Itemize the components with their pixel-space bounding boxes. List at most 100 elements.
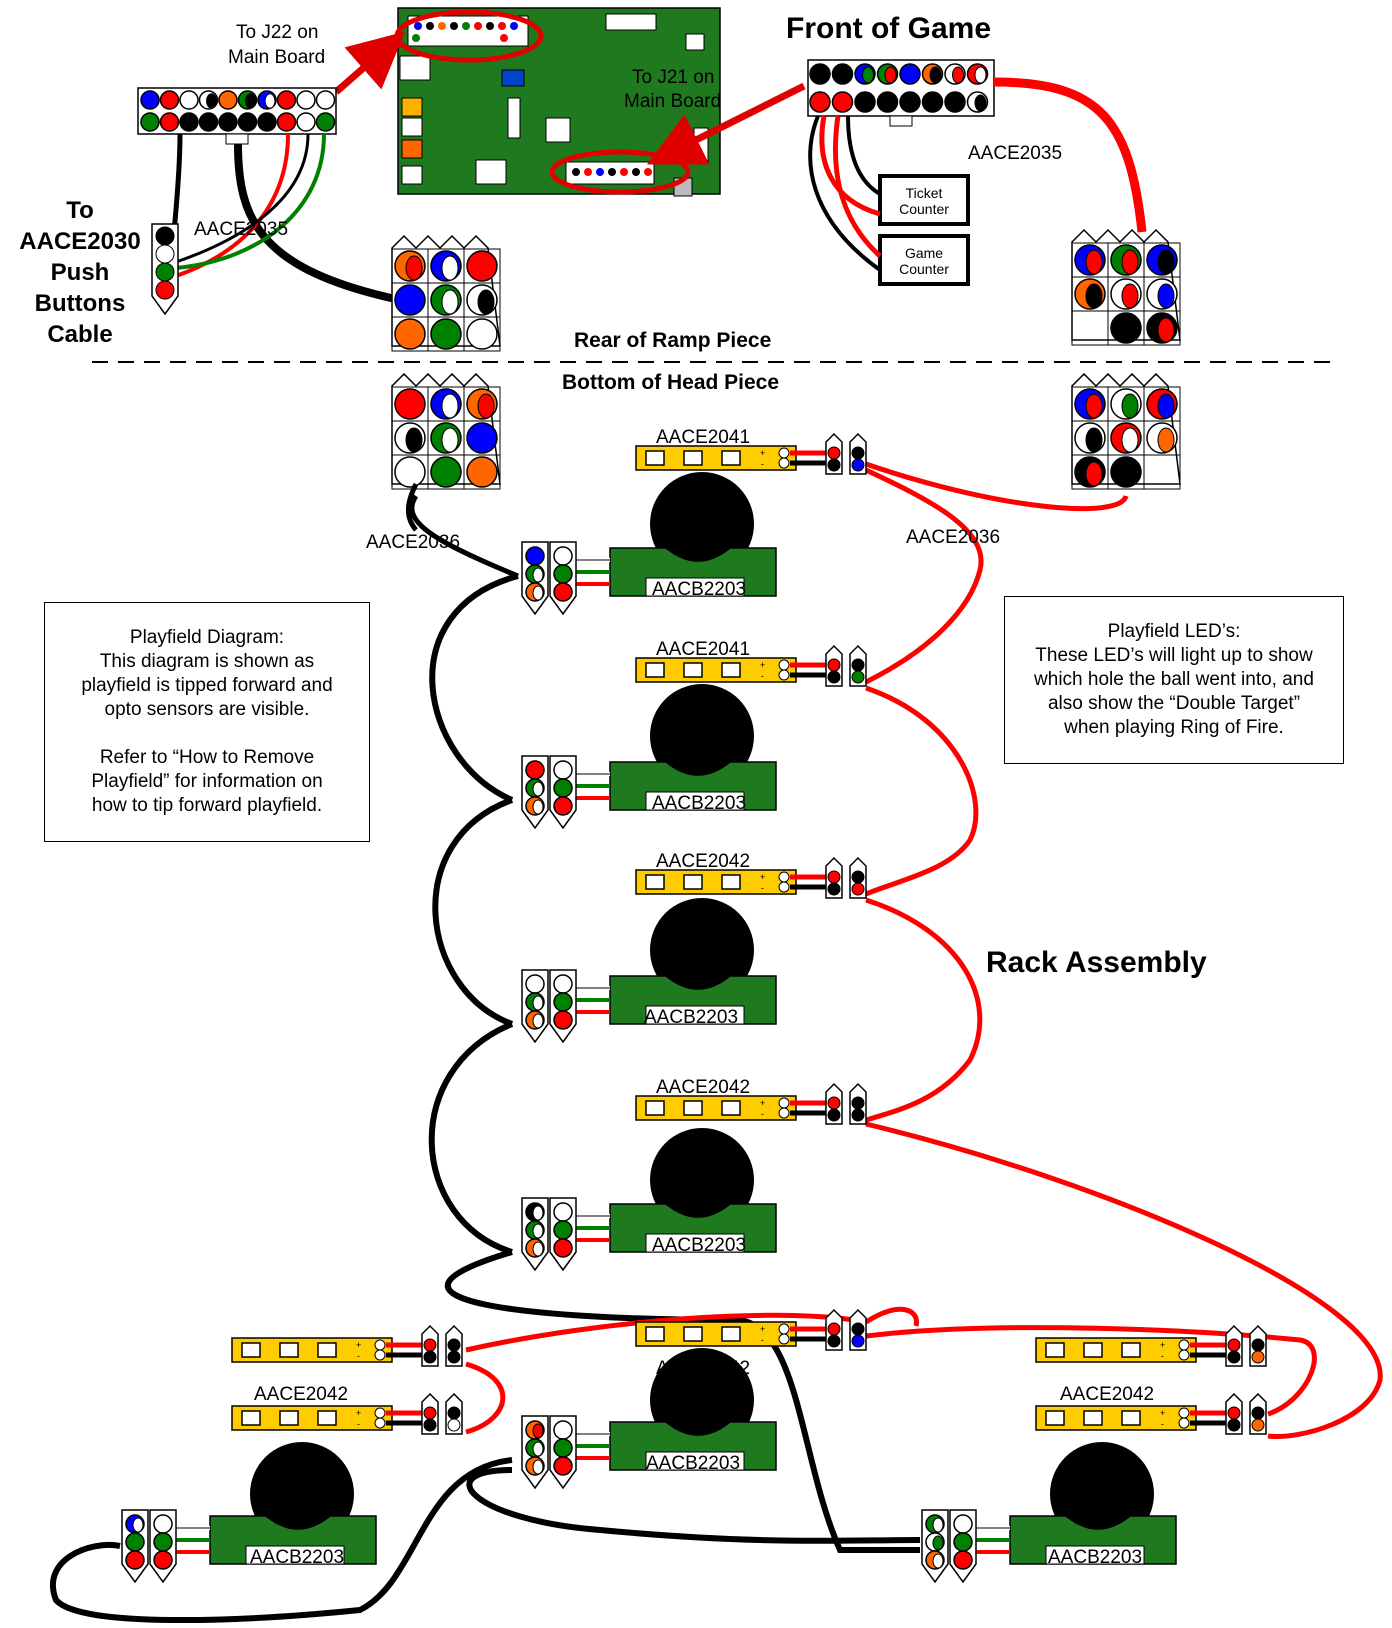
connector-pin-stripe: [1157, 249, 1175, 275]
connector-pin: [140, 112, 160, 132]
connector-pin: [553, 1220, 573, 1240]
wire: [406, 482, 419, 532]
pin: [1251, 1338, 1265, 1352]
pin: [1227, 1406, 1241, 1420]
pin: [827, 1334, 841, 1348]
connector-pin: [553, 760, 573, 780]
connector-pin: [125, 1550, 145, 1570]
strip-terminal: [374, 1417, 386, 1429]
connector-pin-stripe: [441, 427, 459, 453]
plus-sign: +: [356, 1408, 361, 1418]
j22-arrow: [333, 31, 406, 95]
strip-terminal: [1178, 1407, 1190, 1419]
led-pad: [721, 450, 741, 466]
connector-pin-stripe: [441, 289, 459, 315]
connector-pin-stripe: [532, 1241, 544, 1257]
connector-pin-stripe: [1085, 427, 1103, 453]
board-label: AACB2203: [652, 1235, 746, 1256]
sensor-assembly: [921, 1442, 1177, 1584]
plus-sign: +: [760, 448, 765, 458]
connector-pin-stripe: [245, 93, 256, 109]
connector-pin: [296, 90, 316, 110]
connector-pin: [276, 90, 297, 110]
pin: [1227, 1338, 1241, 1352]
connector-pin: [179, 112, 199, 132]
connector-pin-stripe: [1121, 249, 1139, 275]
connector-pin-stripe: [532, 585, 544, 601]
pin: [851, 1322, 865, 1336]
connector-pin-stripe: [1121, 393, 1139, 419]
minus-sign: -: [761, 459, 764, 469]
pin: [851, 870, 865, 884]
strip-terminal: [778, 669, 790, 681]
led-pad: [721, 1326, 741, 1342]
aace2036-right-label: AACE2036: [906, 527, 1000, 548]
connector-pin: [553, 1438, 573, 1458]
led-pad: [645, 1100, 665, 1116]
ticket-counter: [878, 174, 970, 226]
led-pad: [683, 1100, 703, 1116]
strip-label: AACE2042: [1060, 1384, 1154, 1405]
connector-pin-stripe: [532, 1223, 544, 1239]
strip-terminal: [374, 1407, 386, 1419]
strip-terminal: [1178, 1349, 1190, 1361]
led-pad: [721, 1100, 741, 1116]
connector-pin-stripe: [405, 427, 423, 453]
plus-sign: +: [760, 872, 765, 882]
connector-pin-stripe: [532, 1459, 544, 1475]
strip-terminal: [778, 1097, 790, 1109]
minus-sign: -: [761, 671, 764, 681]
connector-pin: [218, 90, 238, 110]
led-pad: [645, 874, 665, 890]
connector-pin: [466, 422, 498, 454]
plus-sign: +: [760, 1324, 765, 1334]
led-pad: [279, 1410, 299, 1426]
ticket-counter-line1: Ticket: [906, 185, 943, 201]
led-pad: [683, 874, 703, 890]
to-j21-label-line2: Main Board: [624, 91, 721, 112]
playfield-leds-note: Playfield LED’s: These LED’s will light …: [1004, 596, 1344, 764]
left-connector-pins: [140, 90, 336, 132]
connector-pin-stripe: [441, 255, 459, 281]
strip-terminal: [778, 881, 790, 893]
to-aace2030-line3: Push: [51, 259, 110, 286]
connector-pin-stripe: [1157, 317, 1175, 343]
ticket-counter-line2: Counter: [899, 201, 949, 217]
connector-pin: [1110, 312, 1142, 344]
connector-pin: [553, 1238, 573, 1258]
minus-sign: -: [761, 883, 764, 893]
connector-pin-stripe: [1157, 283, 1175, 309]
connector-pin-stripe: [532, 1441, 544, 1457]
connector-pin: [553, 1420, 573, 1440]
board-label: AACB2203: [1048, 1547, 1142, 1568]
connector-pin: [125, 1532, 145, 1552]
connector-cell: [1143, 454, 1181, 490]
led-pad: [241, 1410, 261, 1426]
pin: [1251, 1418, 1265, 1432]
pin: [423, 1418, 437, 1432]
connector-pin: [953, 1550, 973, 1570]
pin: [851, 458, 865, 472]
connector-pin: [394, 284, 426, 316]
connector-pin-stripe: [532, 1423, 544, 1439]
led-pad: [683, 1326, 703, 1342]
led-strip: +-: [1035, 1324, 1267, 1367]
board-label-box: [645, 1451, 745, 1471]
to-aace2030-line2: AACE2030: [19, 228, 140, 255]
pin: [1227, 1350, 1241, 1364]
connector-pin: [153, 1550, 173, 1570]
strip-terminal: [374, 1339, 386, 1351]
plus-sign: +: [760, 660, 765, 670]
connector-pin-stripe: [932, 1553, 944, 1569]
connector-pin: [394, 456, 426, 488]
connector-pin: [315, 112, 336, 132]
led-strip: +-: [635, 644, 867, 687]
connector-pin: [876, 91, 899, 113]
pin: [827, 670, 841, 684]
connector-pin: [525, 760, 545, 780]
connector-pin: [831, 63, 854, 85]
pin: [851, 882, 865, 896]
board-label-box: [645, 1233, 745, 1253]
connector-pin-stripe: [441, 393, 459, 419]
led-pad: [1045, 1410, 1065, 1426]
